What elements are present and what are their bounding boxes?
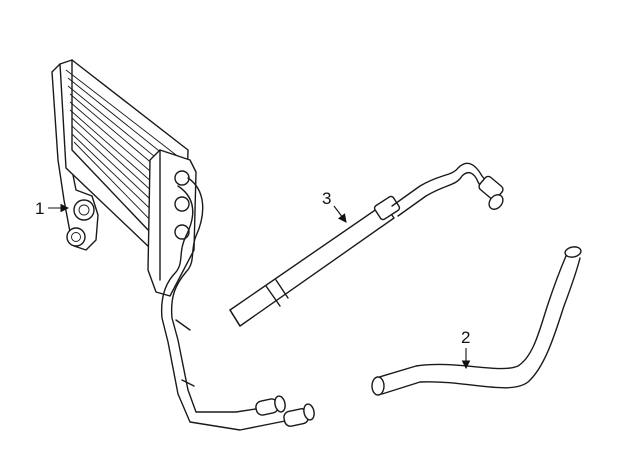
callout-3-leader <box>333 205 347 223</box>
line-3-tube-main <box>229 203 395 327</box>
hose-assembly <box>371 246 582 396</box>
bracket-bolt-upper <box>73 199 95 221</box>
hose-2-inner <box>381 257 581 395</box>
line-3-fitting <box>478 175 504 210</box>
tank-fitting-2 <box>174 196 190 212</box>
callout-1: 1 <box>35 199 70 218</box>
cooler-end-tank <box>147 149 197 297</box>
callout-label-2: 2 <box>461 328 470 347</box>
callout-3: 3 <box>322 189 347 223</box>
callout-2: 2 <box>461 328 470 370</box>
cooler-line-quick-connector-1 <box>255 395 286 416</box>
bracket-bolt-lower <box>66 227 86 247</box>
hose-2-outer <box>375 255 567 379</box>
hose-2-end-lower <box>371 376 385 396</box>
hose-2-end-upper <box>564 246 582 258</box>
oil-cooler-assembly <box>51 59 315 431</box>
cooler-line-inner <box>160 185 291 431</box>
cooler-line-assembly <box>229 162 504 327</box>
line-3-clamp <box>373 195 401 221</box>
tank-fitting-3 <box>174 224 190 240</box>
callout-label-1: 1 <box>35 199 44 218</box>
cooler-line-quick-connector-2 <box>283 403 315 427</box>
tank-fitting-1 <box>174 170 190 186</box>
line-3-hose-upper <box>391 162 491 207</box>
callout-label-3: 3 <box>322 189 331 208</box>
cooler-line-outer <box>170 177 263 413</box>
